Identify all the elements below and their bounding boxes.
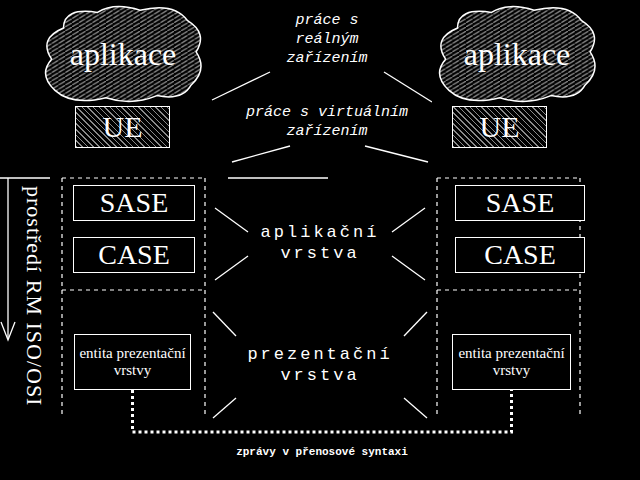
node-text: UE [480, 112, 520, 142]
leader-line [215, 208, 248, 232]
leader-line [404, 398, 427, 418]
sase-box: SASE [73, 185, 195, 221]
layer-label: aplikační vrstva [249, 222, 391, 265]
connector-label: zprávy v přenosové syntaxi [236, 446, 408, 458]
leader-line [213, 312, 236, 336]
node-text: CASE [484, 241, 556, 269]
sase-box: SASE [455, 185, 585, 221]
node-text: SASE [486, 189, 554, 217]
environment-arrow [7, 178, 8, 338]
presentation-entity-box: entita prezentační vrstvy [452, 334, 571, 390]
case-box: CASE [73, 237, 195, 273]
leader-line [392, 208, 425, 232]
leader-line [365, 146, 428, 162]
node-text: entita prezentační vrstvy [457, 345, 566, 380]
environment-label: prostředí RM ISO/OSI [21, 186, 49, 406]
leader-line [232, 146, 290, 162]
layer-label: prezentační vrstva [234, 344, 406, 387]
leader-line [215, 256, 248, 280]
node-text: SASE [100, 189, 168, 217]
leader-line [212, 72, 270, 100]
layer-divider [62, 177, 205, 178]
layer-label: práce s reálným zařízením [271, 12, 383, 68]
application-cloud: aplikace [432, 2, 602, 106]
leader-line [228, 177, 328, 178]
leader-line [392, 256, 425, 280]
user-element-box: UE [75, 106, 170, 148]
node-text: aplikace [464, 38, 571, 70]
leader-line [213, 398, 236, 418]
environment-arrowhead [1, 322, 15, 340]
layer-label: práce s virtuálním zařízením [232, 104, 422, 142]
node-text: UE [103, 112, 143, 142]
user-element-box: UE [452, 106, 547, 148]
column-border [436, 178, 437, 418]
presentation-entity-box: entita prezentační vrstvy [74, 334, 191, 390]
application-cloud: aplikace [38, 2, 208, 106]
leader-line [404, 312, 427, 336]
column-border [204, 178, 205, 418]
message-connector [133, 390, 512, 432]
leader-line [384, 72, 432, 102]
case-box: CASE [455, 237, 585, 273]
node-text: CASE [98, 241, 170, 269]
layer-divider [62, 289, 205, 290]
column-border [61, 178, 62, 418]
layer-divider [437, 177, 580, 178]
layer-divider [437, 289, 580, 290]
node-text: entita prezentační vrstvy [79, 345, 186, 380]
node-text: aplikace [70, 38, 177, 70]
